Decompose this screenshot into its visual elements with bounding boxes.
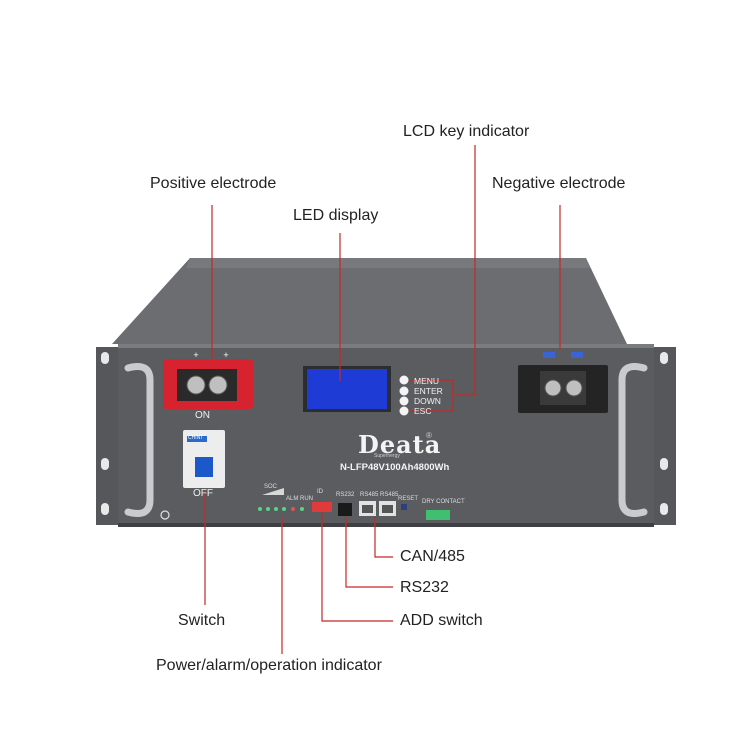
enter-button[interactable] <box>399 386 409 396</box>
can485-leader <box>374 517 393 558</box>
lcd-screen <box>307 369 387 409</box>
menu-button[interactable] <box>399 375 409 385</box>
positive-terminal-recess <box>177 369 237 401</box>
reset-label: RESET <box>398 496 419 502</box>
rs485-port-label-1: RS485 <box>360 492 379 498</box>
battery-top-edge <box>186 258 590 268</box>
positive-electrode-label: Positive electrode <box>150 175 277 192</box>
id-label: ID <box>317 489 323 495</box>
battery-top-surface <box>112 258 627 344</box>
rs232-leader <box>345 517 393 588</box>
breaker-brand-plate <box>187 436 207 442</box>
power-alarm-indicator-label: Power/alarm/operation indicator <box>156 657 382 674</box>
negative-marker-1 <box>543 352 555 358</box>
negative-marker-2 <box>571 352 583 358</box>
lcd-key-leader <box>453 145 476 396</box>
mount-ear-left <box>96 347 122 525</box>
alarm-led <box>291 507 295 511</box>
rs485-port-1-jack <box>362 505 373 513</box>
dry-contact-connector[interactable] <box>426 510 450 520</box>
switch-on-label: ON <box>195 410 210 421</box>
lcd-key-bracket <box>410 379 454 412</box>
soc-led-2 <box>266 507 270 511</box>
callout-lines <box>204 145 561 654</box>
front-panel-bottom-bevel <box>118 523 654 527</box>
mount-slot-left-3 <box>101 503 109 515</box>
rs485-port-label-2: RS485 <box>380 492 399 498</box>
soc-led-4 <box>282 507 286 511</box>
mount-ear-right <box>650 347 676 525</box>
menu-key-label: MENU <box>414 376 440 386</box>
negative-electrode-label: Negative electrode <box>492 175 626 192</box>
dry-contact-label: DRY CONTACT <box>422 499 465 505</box>
switch-off-label: OFF <box>193 488 213 499</box>
rs485-port-2-jack <box>382 505 393 513</box>
mount-slot-right-1 <box>660 352 668 364</box>
ground-icon <box>160 510 170 520</box>
soc-led-3 <box>274 507 278 511</box>
soc-led-1 <box>258 507 262 511</box>
esc-key-label: ESC <box>414 406 432 416</box>
switch-label: Switch <box>178 612 226 629</box>
rs232-port[interactable] <box>338 503 352 516</box>
front-panel-top-bevel <box>118 344 654 348</box>
down-key-label: DOWN <box>414 396 441 406</box>
rs232-port-label: RS232 <box>336 492 355 498</box>
brand-registered-mark: ® <box>426 431 432 440</box>
down-button[interactable] <box>399 396 409 406</box>
run-led <box>300 507 304 511</box>
can485-label: CAN/485 <box>400 548 465 565</box>
add-switch-label: ADD switch <box>400 612 483 629</box>
esc-button[interactable] <box>399 406 409 416</box>
negative-bolt-1 <box>544 379 562 397</box>
rs232-label: RS232 <box>400 579 449 596</box>
plus-icon: + <box>193 350 198 360</box>
model-number: N-LFP48V100Ah4800Wh <box>340 462 450 473</box>
brand-tagline: Supernergy <box>374 453 400 459</box>
reset-button[interactable] <box>401 504 407 510</box>
positive-bolt-1 <box>186 375 206 395</box>
positive-bolt-2 <box>208 375 228 395</box>
handle-right <box>618 363 648 517</box>
mount-slot-left-1 <box>101 352 109 364</box>
mount-slot-left-2 <box>101 458 109 470</box>
enter-key-label: ENTER <box>414 386 443 396</box>
mount-slot-right-2 <box>660 458 668 470</box>
brand-logo: Deata <box>358 430 442 459</box>
mount-slot-right-3 <box>660 503 668 515</box>
soc-ramp-icon <box>262 488 284 495</box>
add-switch-leader <box>321 512 393 622</box>
breaker-toggle[interactable] <box>195 457 213 477</box>
plus-icon: + <box>223 350 228 360</box>
soc-label: SOC <box>264 484 278 490</box>
add-dip-switch[interactable] <box>312 502 332 512</box>
lcd-key-indicator-label: LCD key indicator <box>403 123 530 140</box>
alm-run-label: ALM RUN <box>286 496 314 502</box>
breaker-brand: CHINT <box>188 435 204 441</box>
handle-left <box>124 363 154 517</box>
led-display-label: LED display <box>293 207 379 224</box>
negative-bolt-2 <box>565 379 583 397</box>
